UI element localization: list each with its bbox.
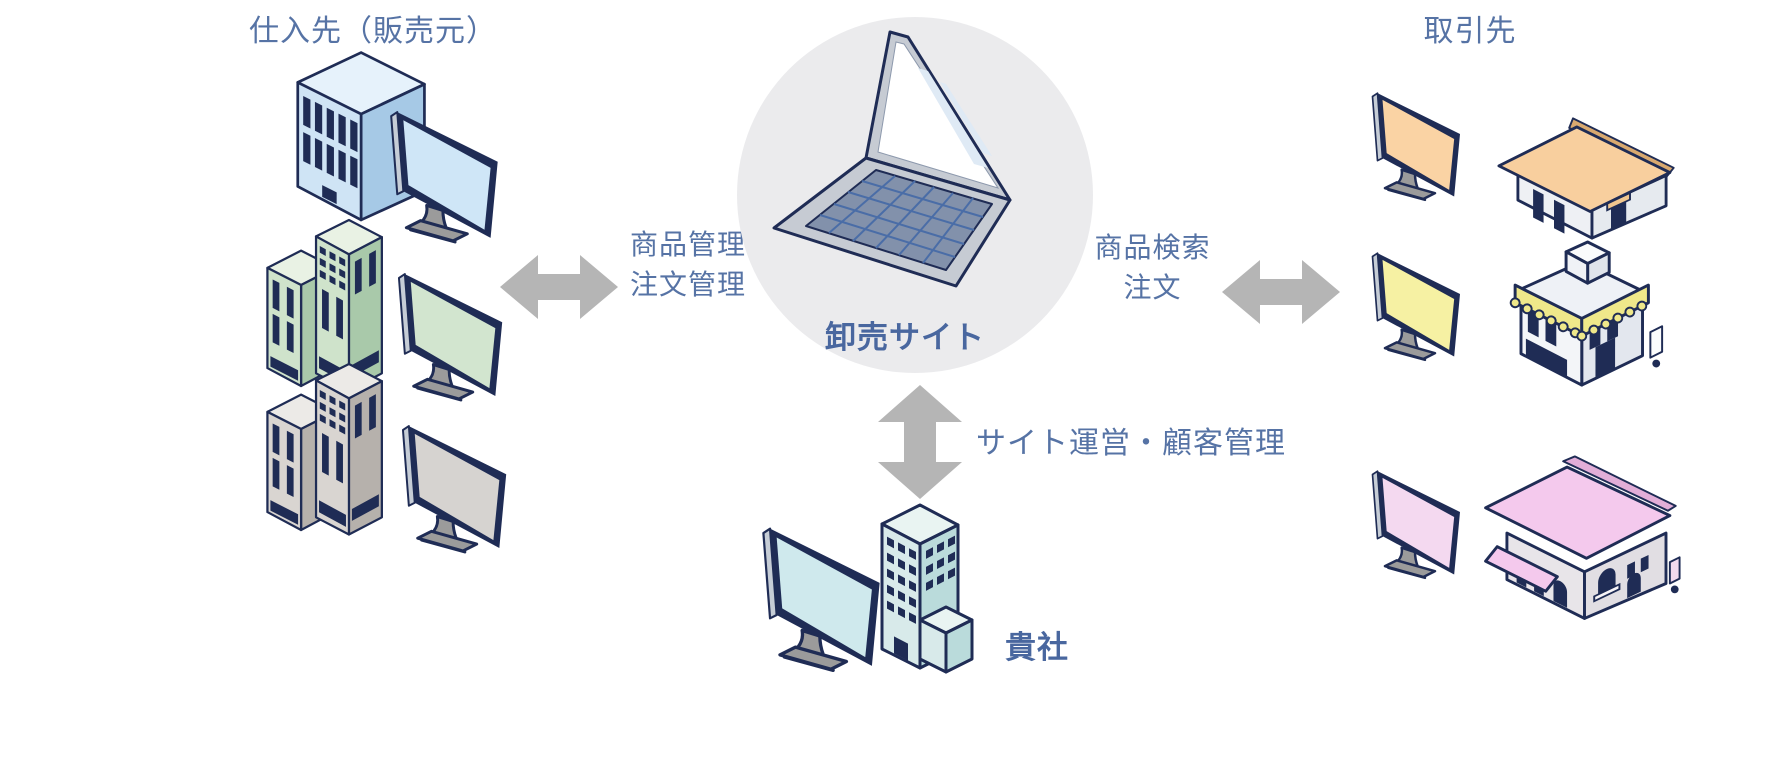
shop-icon: [1509, 240, 1664, 387]
monitor-icon: [401, 424, 508, 554]
office-building-icon: [266, 362, 383, 536]
supplier-gray-building-with-monitor-icon: [266, 362, 508, 554]
office-building-icon: [880, 503, 974, 674]
customer-monitor-with-shop-icon: [1371, 240, 1664, 387]
site-label: 卸売サイト: [825, 320, 985, 355]
company-building-with-monitor-icon: [761, 503, 974, 674]
customer-link-line2: 注文: [1123, 272, 1182, 303]
monitor-icon: [761, 526, 882, 673]
house-icon: [1484, 455, 1681, 620]
suppliers-title: 仕入先（販売元）: [249, 15, 497, 48]
company-link-label: サイト運営・顧客管理: [976, 427, 1286, 460]
monitor-icon: [1371, 91, 1462, 202]
laptop-icon: [772, 30, 1012, 288]
supplier-link-label: 商品管理 注文管理: [618, 225, 758, 305]
supplier-link-line1: 商品管理: [629, 229, 746, 260]
monitor-icon: [1371, 251, 1462, 362]
customer-link-label: 商品検索 注文: [1080, 228, 1225, 308]
customers-title: 取引先: [1423, 15, 1517, 48]
customer-monitor-with-house-icon: [1371, 91, 1675, 240]
customer-link-line1: 商品検索: [1094, 232, 1211, 263]
supplier-link-line2: 注文管理: [629, 269, 746, 300]
monitor-icon: [1371, 469, 1462, 580]
company-label: 貴社: [1005, 630, 1069, 665]
customer-monitor-with-house-icon: [1371, 455, 1681, 620]
up-down-arrow-icon: [878, 385, 962, 499]
left-right-arrow-icon: [1222, 252, 1340, 332]
house-icon: [1497, 117, 1675, 240]
left-right-arrow-icon: [500, 247, 618, 327]
